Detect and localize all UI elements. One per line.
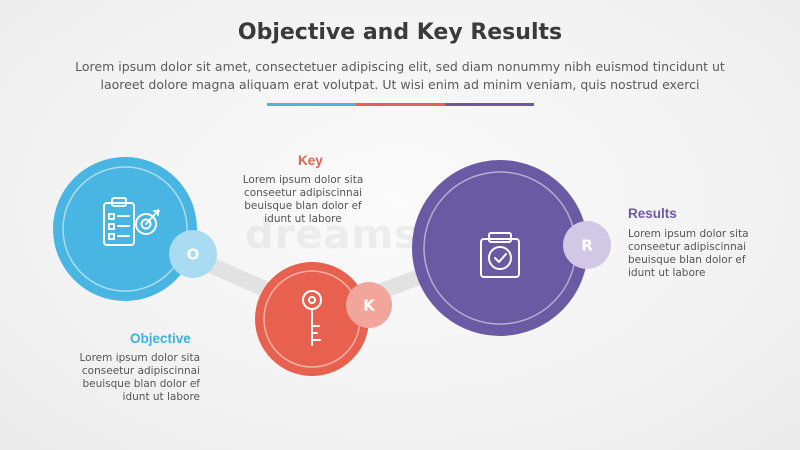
- results-heading: Results: [628, 206, 677, 221]
- key-icon: [302, 290, 322, 346]
- clipboard-target-icon: [103, 197, 160, 246]
- page-title: Objective and Key Results: [237, 20, 563, 45]
- objective-letter: O: [187, 246, 200, 264]
- results-letter: R: [581, 237, 593, 255]
- results-letter-badge: R: [563, 221, 611, 269]
- divider-segment-results: [445, 103, 534, 106]
- key-heading: Key: [298, 153, 323, 168]
- objective-circle: [53, 157, 197, 301]
- key-letter-badge: K: [346, 282, 392, 328]
- divider-segment-objective: [267, 103, 356, 106]
- key-description: Lorem ipsum dolor sita conseetur adipisc…: [242, 174, 364, 225]
- divider-segment-key: [356, 103, 445, 106]
- results-circle: [412, 160, 588, 336]
- results-description: Lorem ipsum dolor sita conseetur adipisc…: [628, 228, 749, 279]
- key-letter: K: [363, 297, 376, 315]
- objective-description: Lorem ipsum dolor sita conseetur adipisc…: [79, 352, 201, 403]
- objective-letter-badge: O: [169, 230, 217, 278]
- objective-heading: Objective: [130, 331, 191, 346]
- page-subtitle: Lorem ipsum dolor sit amet, consectetuer…: [75, 59, 725, 92]
- key-circle: [255, 262, 369, 376]
- clipboard-check-icon: [480, 232, 520, 278]
